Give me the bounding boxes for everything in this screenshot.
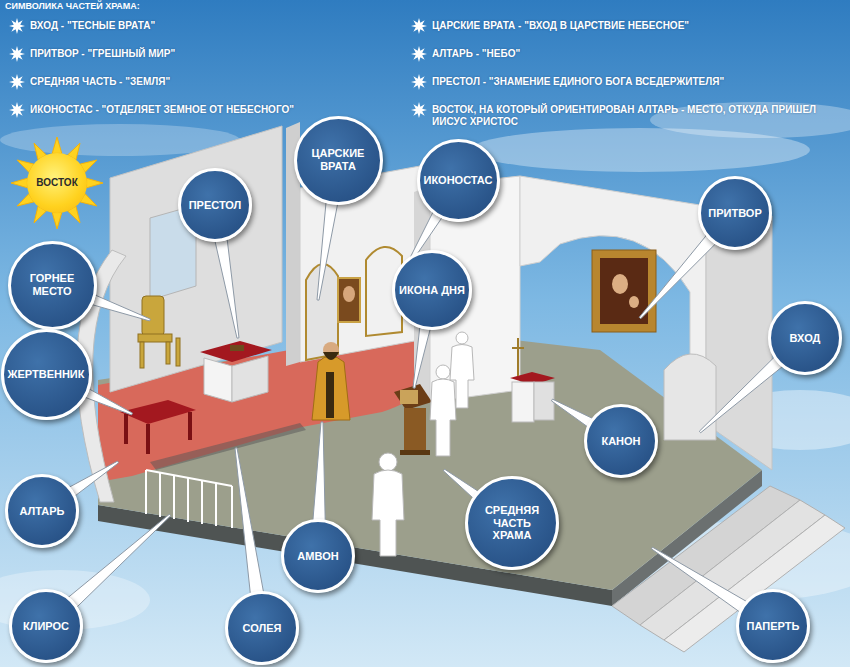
sun-ray (87, 178, 103, 188)
part-name: ГОРНЕЕ МЕСТО (16, 272, 88, 297)
part-name: СРЕДНЯЯ ЧАСТЬ ХРАМА (476, 504, 548, 542)
part-name: ЖЕРТВЕННИК (8, 368, 85, 381)
icon-frame (592, 250, 656, 332)
callout-circle: КАНОН (584, 404, 658, 478)
page-title: СИМВОЛИКА ЧАСТЕЙ ХРАМА: (5, 2, 140, 12)
throne (232, 356, 268, 402)
icon-face (343, 286, 355, 302)
symbol-note: АЛТАРЬ - "НЕБО" (432, 48, 520, 60)
gospel (230, 345, 244, 351)
bullet-star (9, 46, 25, 62)
steps (612, 486, 845, 652)
bullet-star (411, 18, 427, 34)
callout-circle: ЦАРСКИЕ ВРАТА (294, 116, 383, 205)
callout-circle: СОЛЕЯ (225, 591, 299, 665)
callout-circle: КЛИРОС (9, 589, 83, 663)
high-place-chair (138, 296, 180, 368)
kliros-railing (146, 470, 232, 528)
icon-face (612, 274, 628, 294)
callout-circle: ПРИТВОР (698, 176, 772, 250)
symbol-note: ПРИТВОР - "ГРЕШНЫЙ МИР" (30, 48, 175, 60)
callout-circle: ГОРНЕЕ МЕСТО (8, 241, 97, 330)
lectern (394, 384, 432, 455)
part-name: ВОСТОК (36, 177, 77, 189)
part-name: ИКОНОСТАС (424, 174, 493, 187)
sun-ray (11, 178, 27, 188)
symbol-note: СРЕДНЯЯ ЧАСТЬ - "ЗЕМЛЯ" (30, 76, 170, 88)
icon-face (629, 296, 639, 308)
symbol-note: ВХОД - "ТЕСНЫЕ ВРАТА" (30, 20, 155, 32)
callout-circle: ПРЕСТОЛ (178, 168, 252, 242)
symbol-note: ЦАРСКИЕ ВРАТА - "ВХОД В ЦАРСТВИЕ НЕБЕСНО… (432, 20, 689, 32)
symbol-note: ПРЕСТОЛ - "ЗНАМЕНИЕ ЕДИНОГО БОГА ВСЕДЕРЖ… (432, 76, 724, 88)
part-name: КАНОН (601, 435, 640, 448)
part-name: ПРЕСТОЛ (189, 199, 242, 212)
part-name: СОЛЕЯ (243, 622, 282, 635)
priest (312, 342, 350, 420)
symbol-note: ИКОНОСТАС - "ОТДЕЛЯЕТ ЗЕМНОЕ ОТ НЕБЕСНОГ… (30, 104, 294, 116)
sun-ray (52, 137, 62, 153)
part-name: АМВОН (297, 550, 338, 563)
part-name: КЛИРОС (23, 620, 69, 633)
throne (204, 358, 232, 402)
bullet-star (9, 74, 25, 90)
icon-christ (338, 278, 360, 322)
callout-circle: ИКОНОСТАС (417, 139, 500, 222)
bullet-star (411, 46, 427, 62)
callout-circle: СРЕДНЯЯ ЧАСТЬ ХРАМА (465, 476, 559, 570)
callout-circle: ИКОНА ДНЯ (392, 250, 472, 330)
part-name: ВХОД (790, 332, 821, 345)
callout-circle: ВХОД (768, 301, 842, 375)
kanon-table (510, 338, 555, 422)
callout-circle: АЛТАРЬ (5, 474, 79, 548)
part-name: ПРИТВОР (708, 207, 761, 220)
callout-circle: АМВОН (281, 519, 355, 593)
bullet-star (411, 102, 427, 118)
people (372, 332, 474, 556)
part-name: ПАПЕРТЬ (747, 620, 800, 633)
symbol-note: ВОСТОК, НА КОТОРЫЙ ОРИЕНТИРОВАН АЛТАРЬ -… (432, 104, 840, 128)
part-name: АЛТАРЬ (19, 505, 64, 518)
solea-edge (150, 423, 306, 470)
part-name: ИКОНА ДНЯ (399, 284, 465, 297)
oblation-table (120, 400, 196, 454)
bullet-star (9, 18, 25, 34)
sun-badge: ВОСТОК (27, 153, 87, 213)
icon-kazan (600, 258, 648, 324)
bullet-star (411, 74, 427, 90)
part-name: ЦАРСКИЕ ВРАТА (302, 147, 374, 172)
callout-circle: ПАПЕРТЬ (736, 589, 810, 663)
sun-ray (52, 213, 62, 229)
bullet-star (9, 102, 25, 118)
callout-circle: ЖЕРТВЕННИК (1, 329, 92, 420)
altar-wall (110, 126, 282, 392)
